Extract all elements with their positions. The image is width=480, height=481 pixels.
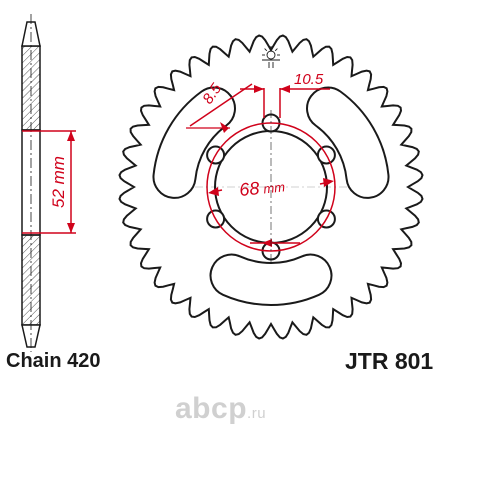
side-profile (21, 14, 41, 352)
chain-size-label: Chain 420 (6, 350, 101, 372)
watermark-tld: .ru (247, 405, 267, 422)
watermark: abcp.ru (175, 392, 266, 426)
chain-pitch-dimension: 52 mm (22, 130, 76, 234)
center-lines (195, 110, 348, 265)
sun-gear-logo-icon (262, 46, 280, 68)
center-bore-dimension: 10.5 (240, 71, 330, 118)
side-profile-bottom-tip (21, 324, 41, 348)
bottom-hole-marker (250, 239, 300, 247)
part-number-label: JTR 801 (345, 348, 434, 374)
watermark-name: abcp (175, 392, 248, 425)
lightening-windows (152, 86, 390, 306)
lightening-window (306, 86, 390, 199)
center-bore-dimension-label: 10.5 (294, 71, 324, 88)
lightening-window (152, 86, 236, 199)
lightening-window (209, 253, 333, 306)
chain-pitch-dimension-label: 52 mm (49, 156, 68, 208)
